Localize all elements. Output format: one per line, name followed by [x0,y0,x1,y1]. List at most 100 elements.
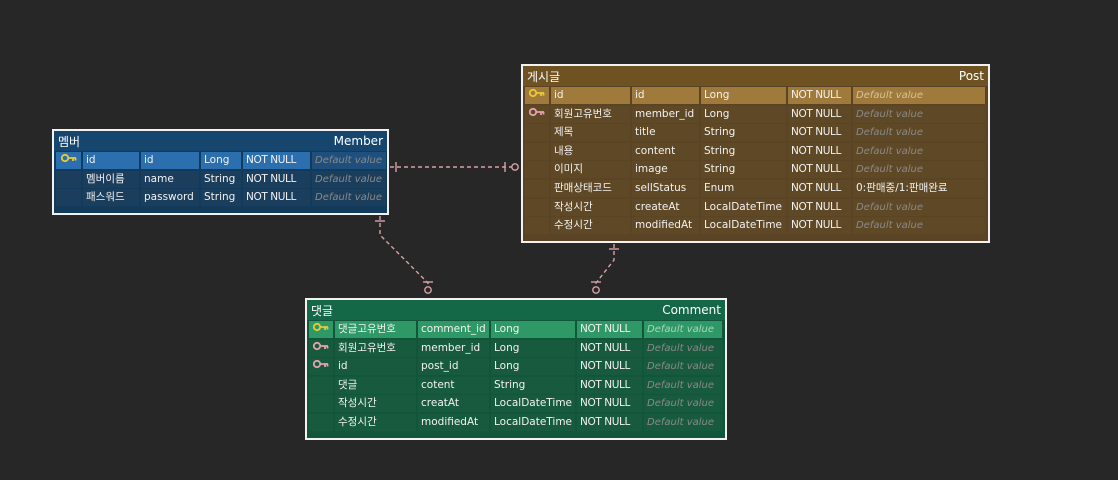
foreign-key-icon [309,358,333,376]
column-default: Default value [853,198,985,216]
column-default: Default value [644,358,722,376]
foreign-key-icon [309,339,333,357]
primary-key-icon [309,321,333,338]
table-logical-name: 멤버 [58,134,81,149]
table-header[interactable]: 멤버 Member [54,131,387,151]
column-default: Default value [853,217,985,235]
column-logical-name: 패스워드 [83,189,139,207]
column-logical-name: 수정시간 [551,217,630,235]
column-physical-name: id [632,87,699,104]
column-type: String [701,161,786,179]
column-nullability: NOT NULL [577,339,642,357]
column-nullability: NOT NULL [788,161,851,179]
column-physical-name: createAt [632,198,699,216]
column-nullability: NOT NULL [243,189,310,207]
table-header[interactable]: 게시글 Post [523,66,988,86]
key-slot [309,413,333,431]
column-logical-name: 작성시간 [551,198,630,216]
foreign-key-icon [525,105,549,123]
relationship-post-comment [591,244,619,294]
key-slot [525,198,549,216]
table-header[interactable]: 댓글 Comment [307,300,725,320]
column-nullability: NOT NULL [577,413,642,431]
key-slot [525,124,549,142]
column-logical-name: id [83,152,139,169]
column-logical-name: id [551,87,630,104]
column-nullability: NOT NULL [577,358,642,376]
column-physical-name: modifiedAt [418,413,489,431]
column-type: String [201,170,241,188]
column-physical-name: content [632,142,699,160]
column-default: Default value [644,395,722,413]
column-nullability: NOT NULL [788,198,851,216]
column-physical-name: member_id [632,105,699,123]
column-logical-name: 작성시간 [335,395,416,413]
column-type: LocalDateTime [701,198,786,216]
table-physical-name: Comment [662,303,721,317]
column-physical-name: title [632,124,699,142]
column-physical-name: name [141,170,199,188]
table-logical-name: 게시글 [527,69,561,84]
key-slot [56,170,81,188]
column-default: Default value [312,189,386,207]
column-physical-name: id [141,152,199,169]
key-slot [56,189,81,207]
column-type: LocalDateTime [701,217,786,235]
relationship-member-comment [375,216,433,294]
column-logical-name: id [335,358,416,376]
column-logical-name: 회원고유번호 [335,339,416,357]
column-default: Default value [644,376,722,394]
column-type: String [491,376,575,394]
column-physical-name: member_id [418,339,489,357]
column-nullability: NOT NULL [788,105,851,123]
column-nullability: NOT NULL [788,87,851,104]
column-nullability: NOT NULL [788,179,851,197]
column-default: Default value [644,321,722,338]
table-physical-name: Post [958,69,984,83]
column-logical-name: 수정시간 [335,413,416,431]
column-nullability: NOT NULL [788,142,851,160]
column-type: Long [491,339,575,357]
column-type: Long [491,321,575,338]
relationship-member-post [390,162,519,172]
column-type: Long [201,152,241,169]
column-logical-name: 내용 [551,142,630,160]
column-default: Default value [312,152,386,169]
column-default: Default value [644,413,722,431]
key-slot [525,161,549,179]
column-type: LocalDateTime [491,413,575,431]
table-logical-name: 댓글 [311,303,334,318]
column-nullability: NOT NULL [577,376,642,394]
column-type: Long [701,87,786,104]
key-slot [309,376,333,394]
column-nullability: NOT NULL [577,321,642,338]
column-default: Default value [853,124,985,142]
column-logical-name: 판매상태코드 [551,179,630,197]
column-type: String [701,142,786,160]
column-type: String [701,124,786,142]
key-slot [525,179,549,197]
table-physical-name: Member [333,134,383,148]
